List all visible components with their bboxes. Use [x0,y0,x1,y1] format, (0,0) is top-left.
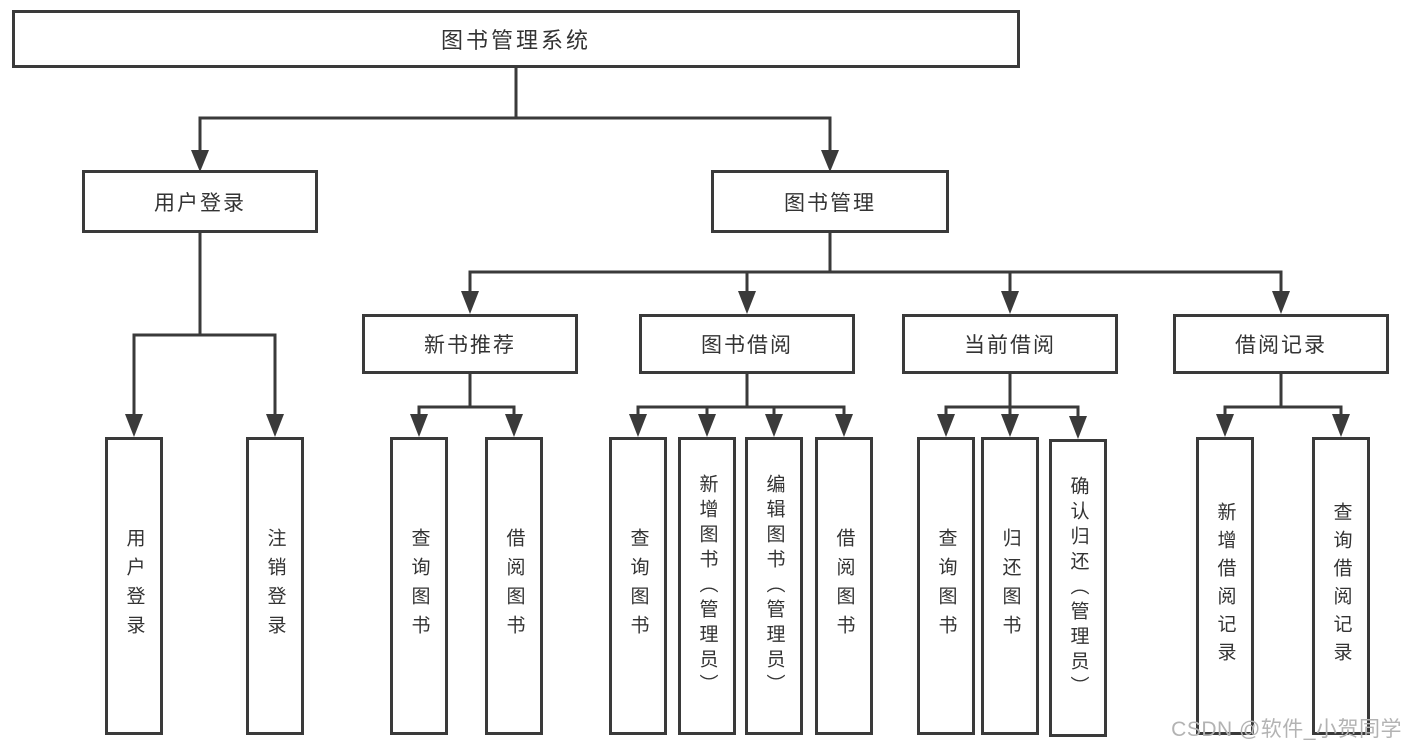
node-leaf-borrow-book-1-label: 借阅图书 [503,528,525,644]
node-leaf-query-book-2-label: 查询图书 [627,528,649,644]
node-leaf-query-book-1-label: 查询图书 [408,528,430,644]
node-leaf-logout-label: 注销登录 [264,528,286,644]
node-current-borrow: 当前借阅 [902,314,1118,374]
node-borrow-records-label: 借阅记录 [1235,334,1327,357]
node-new-book-recommend-label: 新书推荐 [424,334,516,357]
node-root-label: 图书管理系统 [440,28,591,53]
node-leaf-query-book-1: 查询图书 [390,437,448,735]
node-new-book-recommend: 新书推荐 [362,314,578,374]
node-leaf-add-borrow-record-label: 新增借阅记录 [1214,502,1236,670]
node-leaf-query-borrow-record: 查询借阅记录 [1312,437,1370,735]
node-leaf-return-book: 归还图书 [981,437,1039,735]
node-leaf-borrow-book-2-label: 借阅图书 [833,528,855,644]
node-leaf-borrow-book-1: 借阅图书 [485,437,543,735]
node-root: 图书管理系统 [12,10,1020,68]
node-book-borrow: 图书借阅 [639,314,855,374]
node-leaf-add-book-admin: 新增图书（管理员） [678,437,736,735]
node-borrow-records: 借阅记录 [1173,314,1389,374]
node-leaf-edit-book-admin: 编辑图书（管理员） [745,437,803,735]
node-leaf-query-book-3: 查询图书 [917,437,975,735]
node-user-login-label: 用户登录 [154,191,246,215]
node-user-login: 用户登录 [82,170,318,233]
node-book-management: 图书管理 [711,170,949,233]
node-leaf-user-login-label: 用户登录 [123,528,145,644]
node-leaf-query-borrow-record-label: 查询借阅记录 [1330,502,1352,670]
node-leaf-confirm-return-admin: 确认归还（管理员） [1049,439,1107,737]
node-leaf-return-book-label: 归还图书 [999,528,1021,644]
node-book-management-label: 图书管理 [784,191,876,215]
node-book-borrow-label: 图书借阅 [701,334,793,357]
node-leaf-edit-book-admin-label: 编辑图书（管理员） [763,473,785,699]
node-leaf-add-borrow-record: 新增借阅记录 [1196,437,1254,735]
node-leaf-borrow-book-2: 借阅图书 [815,437,873,735]
node-leaf-query-book-2: 查询图书 [609,437,667,735]
node-leaf-add-book-admin-label: 新增图书（管理员） [696,473,718,699]
node-leaf-confirm-return-admin-label: 确认归还（管理员） [1067,475,1089,701]
csdn-watermark: CSDN @软件_小贺同学 [1171,718,1402,741]
node-leaf-logout: 注销登录 [246,437,304,735]
node-leaf-user-login: 用户登录 [105,437,163,735]
node-current-borrow-label: 当前借阅 [964,334,1056,357]
node-leaf-query-book-3-label: 查询图书 [935,528,957,644]
